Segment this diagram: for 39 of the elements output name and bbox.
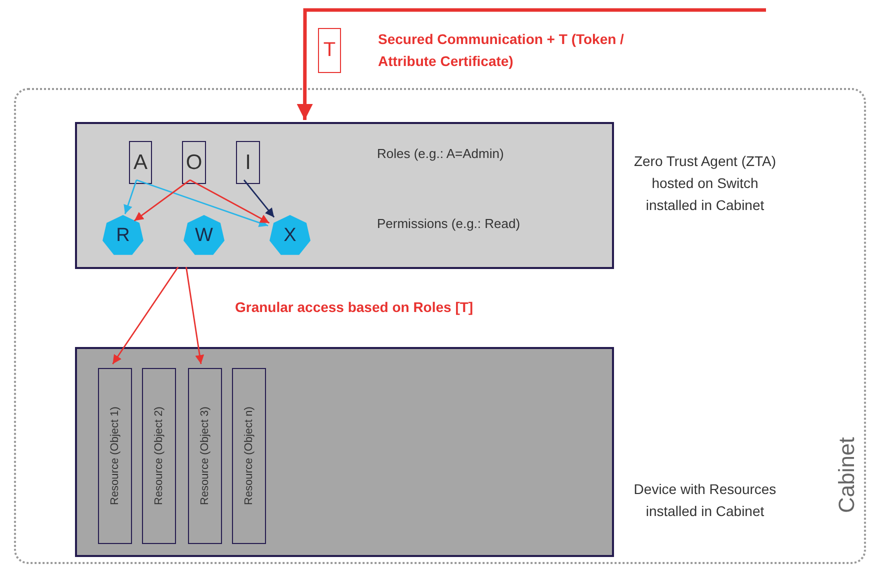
role-box [236,141,260,184]
resource-label: Resource (Object n) [242,406,256,508]
arrow [243,180,275,218]
resource-label: Resource (Object 2) [152,406,166,508]
resource-label: Resource (Object 1) [108,406,122,508]
resource-box [232,368,266,544]
arrow [296,8,766,120]
node-caption: Zero Trust Agent (ZTA) hosted on Switch installed in Cabinet [632,152,778,215]
node-caption: Device with Resources installed in Cabinet [632,480,778,521]
arrow [136,179,268,228]
device-panel [75,347,614,557]
token-letter: T [322,38,337,63]
arrow [186,266,204,364]
arrow [124,180,138,214]
resource-box [98,368,132,544]
arrow [112,266,179,364]
role-letter: O [184,150,204,176]
permission-letter: X [282,224,298,248]
permission-letter: W [194,224,214,248]
cabinet-outline [14,88,866,564]
role-letter: A [132,150,148,176]
role-box [182,141,206,184]
resource-box [188,368,222,544]
resource-box [142,368,176,544]
annotation: Granular access based on Roles [T] [235,299,474,315]
permission-heptagon [183,215,225,257]
permission-letter: R [115,224,131,248]
panel-caption: Permissions (e.g.: Read) [377,216,522,231]
role-letter: I [244,150,252,176]
permission-heptagon [269,215,311,257]
arrow [190,179,270,224]
arrow [134,179,190,222]
panel-caption: Roles (e.g.: A=Admin) [377,146,505,161]
token-box [318,28,341,73]
role-box [129,141,152,184]
permission-heptagon [102,215,144,257]
cabinet-label: Cabinet [834,436,860,515]
agent-panel [75,122,614,269]
resource-label: Resource (Object 3) [198,406,212,508]
